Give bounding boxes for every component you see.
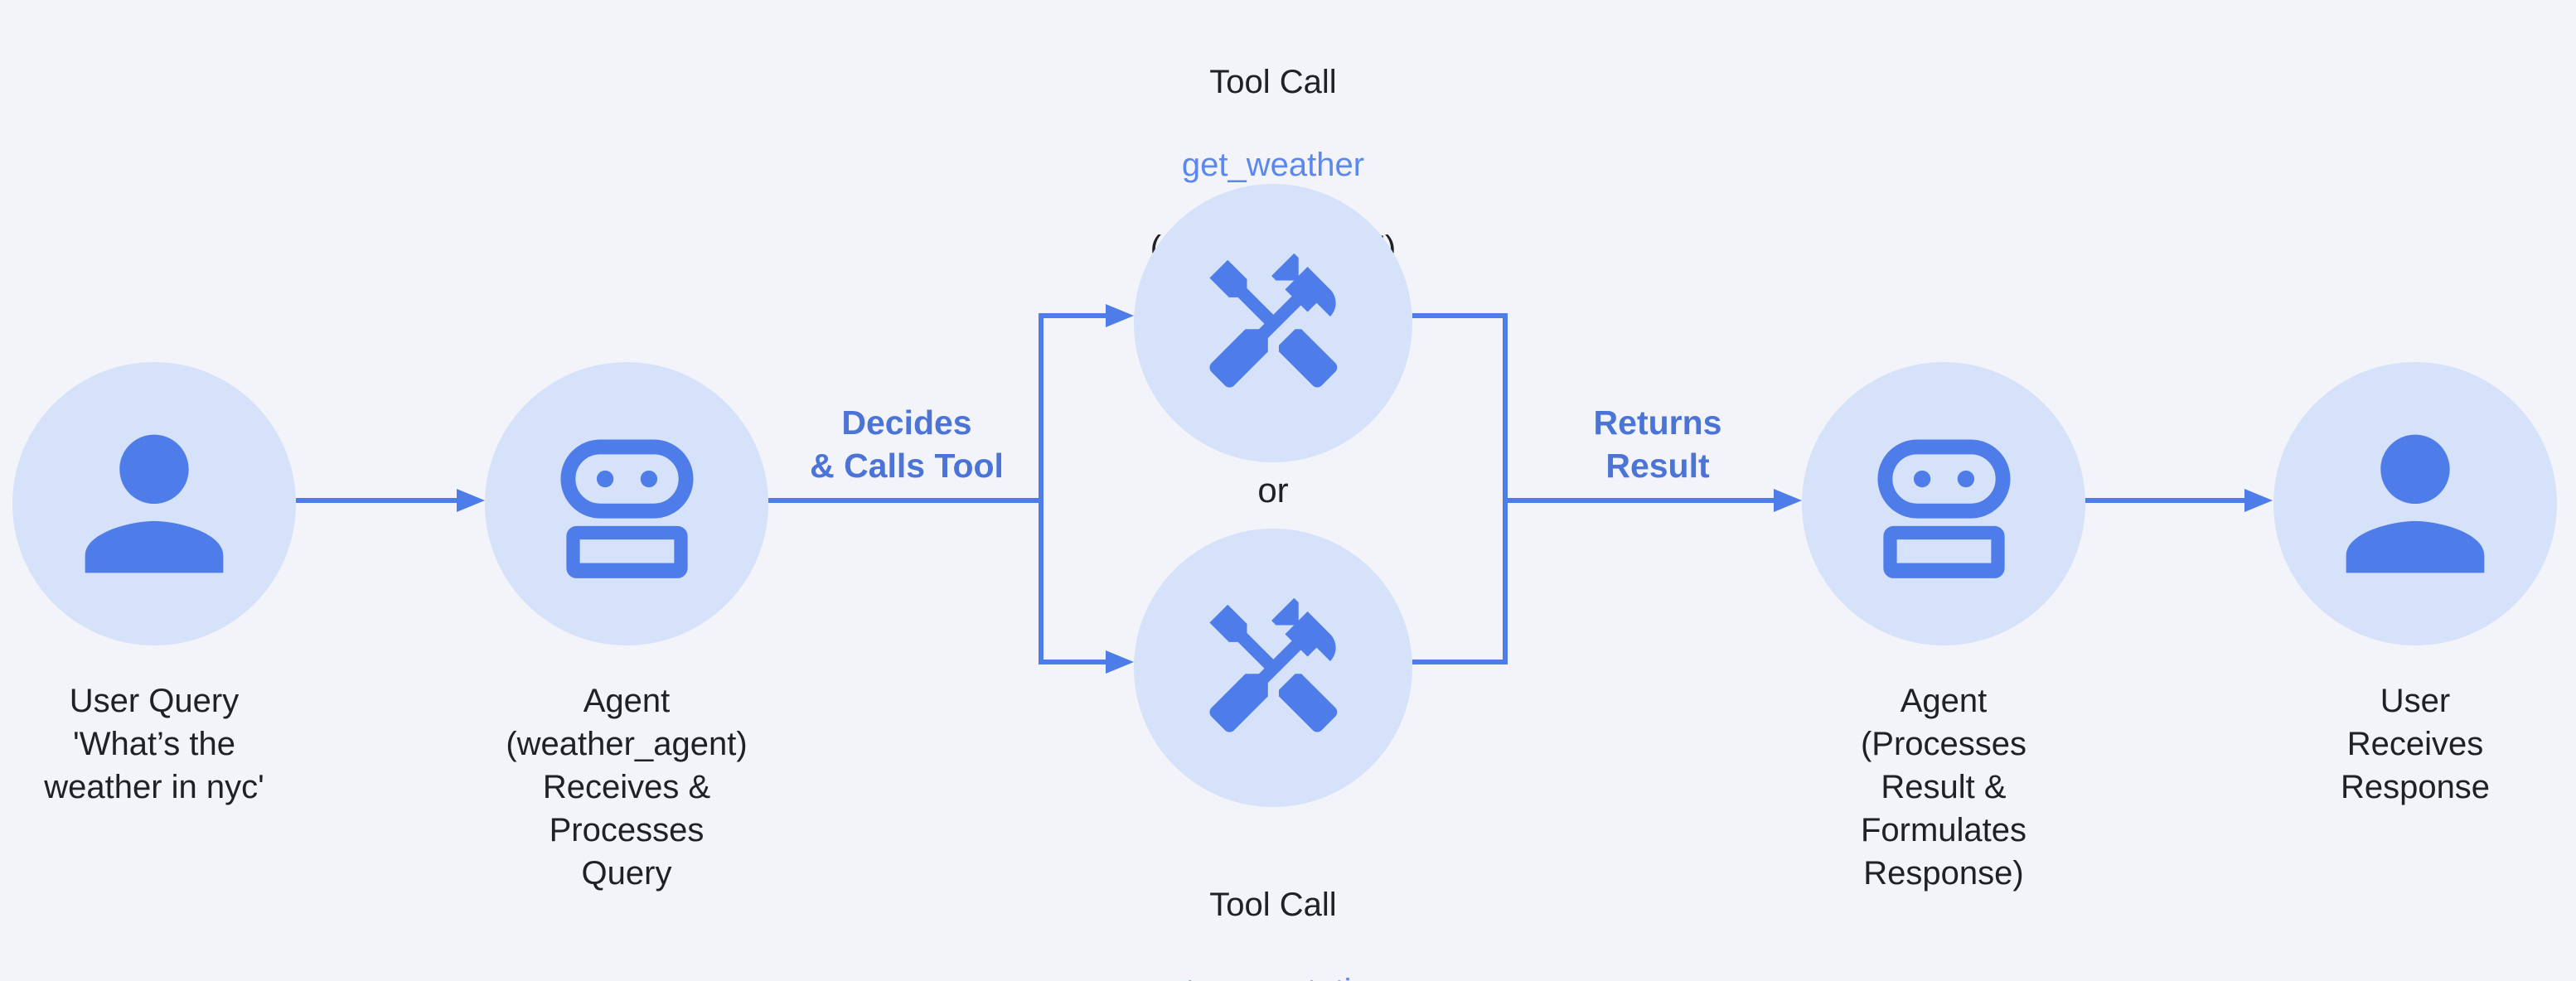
user-query-circle <box>12 362 296 645</box>
tool-time-title: Tool Call <box>1209 887 1337 923</box>
tool-weather-title: Tool Call <box>1209 64 1337 100</box>
or-label: or <box>1257 471 1289 510</box>
user-query-label: User Query 'What’s the weather in nyc' <box>44 683 264 805</box>
returns-result-label: Returns Result <box>1593 404 1722 485</box>
arrowhead-into-agent-2 <box>1774 489 1802 512</box>
agent-receive-label: Agent (weather_agent) Receives & Process… <box>506 683 748 892</box>
user-icon <box>85 434 224 573</box>
tool-weather-function: get_weather <box>1181 147 1365 183</box>
arrowhead-into-tool-bottom <box>1106 650 1134 674</box>
tool-time-function: get_current_time <box>1149 969 1397 981</box>
arrowhead-into-user <box>2244 489 2273 512</box>
arrowhead-into-agent <box>457 489 485 512</box>
robot-icon <box>559 439 694 578</box>
wire-branch-left <box>1039 313 1106 664</box>
tool-time-label: Tool Call get_current_time <box>1149 840 1397 981</box>
agent-respond-circle <box>1802 362 2085 645</box>
tools-icon <box>1208 597 1337 732</box>
agent-receive-circle <box>485 362 768 645</box>
agent-respond-label: Agent (Processes Result & Formulates Res… <box>1860 683 2027 892</box>
user-response-circle <box>2273 362 2557 645</box>
robot-icon <box>1876 439 2011 578</box>
user-icon <box>2346 434 2485 573</box>
tool-time-circle <box>1134 529 1412 807</box>
decides-calls-tool-label: Decides & Calls Tool <box>810 404 1004 485</box>
tools-icon <box>1208 253 1337 388</box>
user-response-label: User Receives Response <box>2340 683 2491 805</box>
arrowhead-into-tool-top <box>1106 304 1134 327</box>
arrowheads <box>457 304 2273 674</box>
tool-weather-circle <box>1134 184 1412 462</box>
wire-paths <box>296 313 2244 664</box>
wire-branch-right <box>1412 313 1508 664</box>
